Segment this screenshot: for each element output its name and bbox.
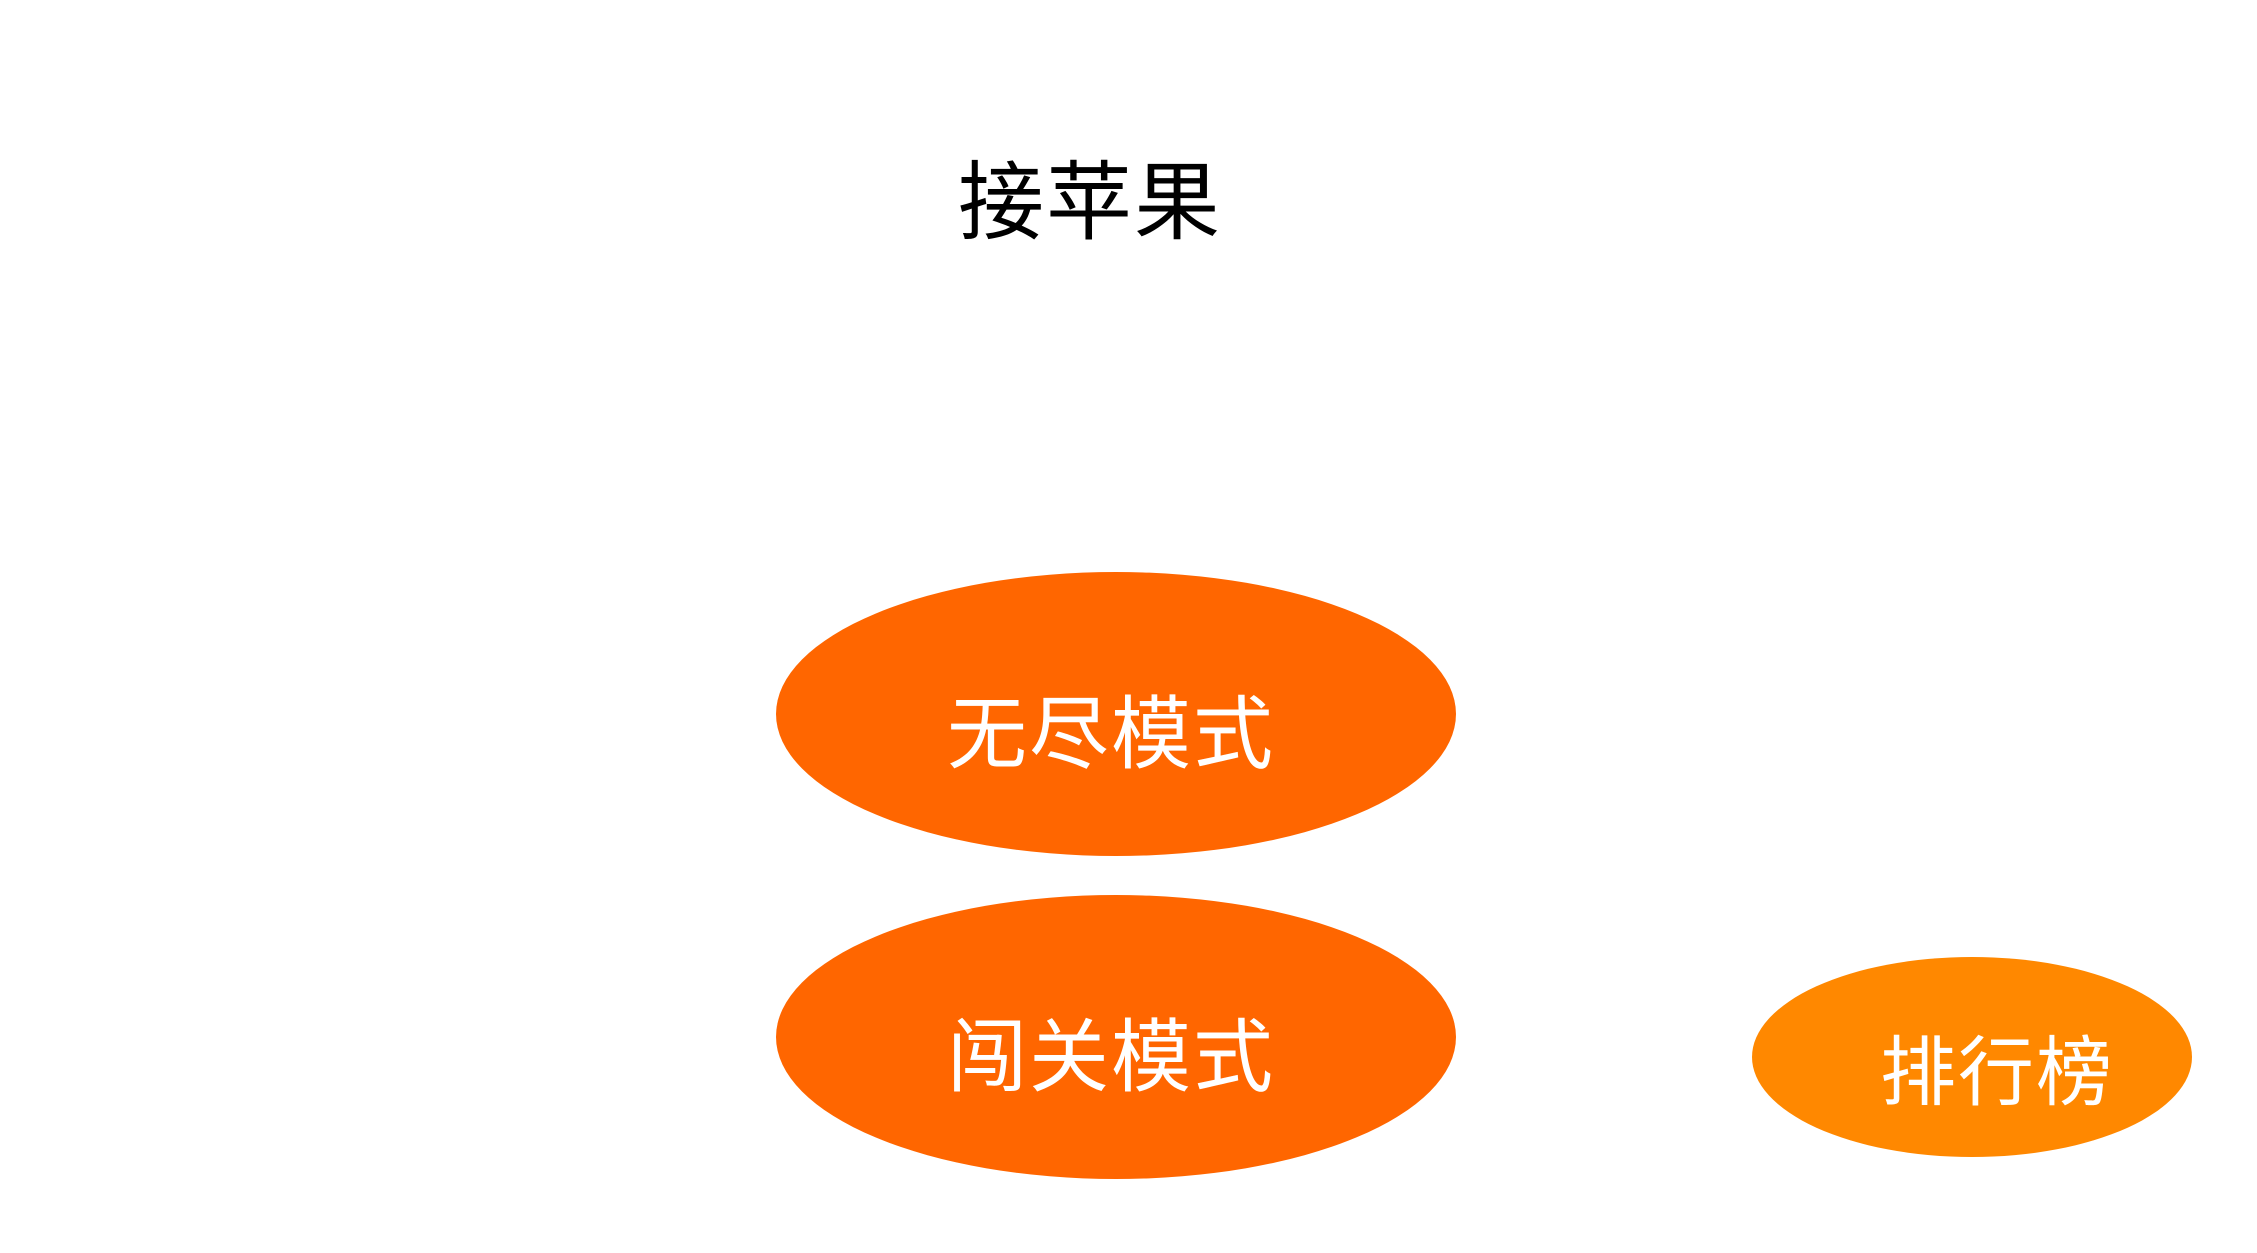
endless-mode-label: 无尽模式 [947,688,1275,781]
leaderboard-button[interactable]: 排行榜 [1752,957,2192,1157]
endless-mode-button[interactable]: 无尽模式 [776,572,1456,856]
leaderboard-label: 排行榜 [1880,1028,2114,1117]
game-title: 接苹果 [958,153,1222,253]
level-mode-button[interactable]: 闯关模式 [776,895,1456,1179]
level-mode-label: 闯关模式 [947,1011,1275,1104]
